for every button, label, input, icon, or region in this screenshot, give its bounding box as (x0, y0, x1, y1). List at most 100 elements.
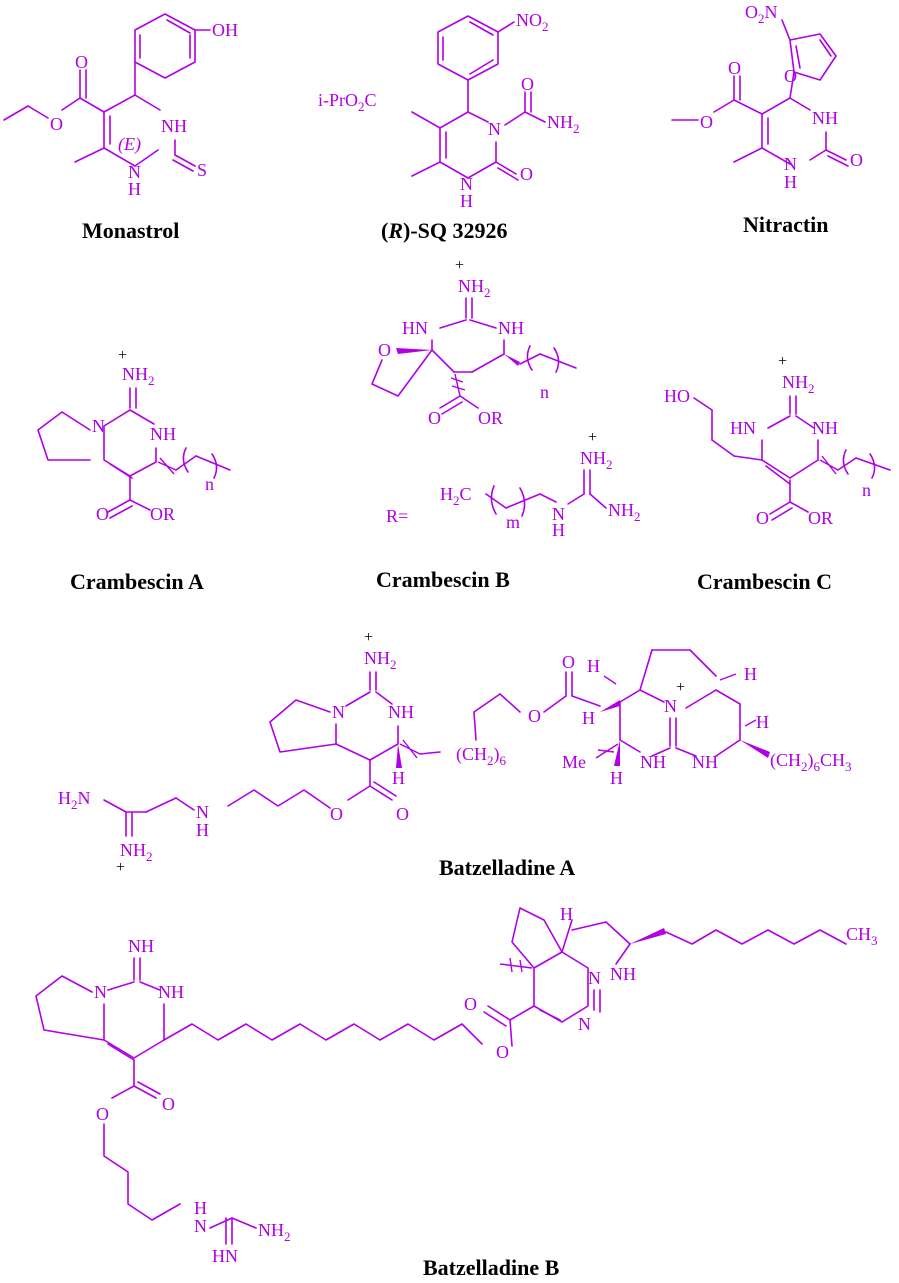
o-label: O (378, 340, 391, 360)
s-label: S (197, 160, 207, 180)
or-label: OR (808, 508, 833, 528)
nh2-label: NH2 (580, 448, 613, 472)
n-sub-label: n (540, 382, 549, 402)
ch3-label: CH3 (846, 924, 878, 948)
o-label: O (728, 58, 741, 78)
nh-label: NH (640, 752, 666, 772)
ch2-label: (CH2)6 (456, 744, 507, 768)
no2-label: NO2 (516, 10, 549, 34)
nh-label: NH (388, 702, 414, 722)
o-label: O (75, 52, 88, 72)
hn-label: HN (730, 418, 756, 438)
h-label: H (194, 1198, 207, 1218)
batzelladine-b-structure: NH N NH O O N N H NH CH3 O O H N NH2 HN (35, 904, 878, 1266)
batzelladine-a-structure: + NH2 N NH H (CH2)6 O O O O N H H2N NH2 … (58, 629, 852, 876)
crambescin-b-caption: Crambescin B (376, 567, 510, 592)
nh2-label: NH2 (458, 276, 491, 300)
h-label: H (582, 708, 595, 728)
o-label: O (50, 114, 63, 134)
plus-label: + (455, 257, 464, 274)
hn-label: HN (402, 318, 428, 338)
o-label: O (520, 164, 533, 184)
n-sub-label: n (862, 480, 871, 500)
nh2-label: NH2 (120, 840, 153, 864)
nh-label: NH (150, 424, 176, 444)
n-label: N (578, 1014, 591, 1034)
n-label: N (588, 968, 601, 988)
nh-label: NH (812, 108, 838, 128)
plus-label: + (588, 429, 597, 446)
nh-label: NH (161, 116, 187, 136)
o-label: O (850, 150, 863, 170)
r-eq-label: R= (386, 506, 408, 526)
n-label: N (460, 174, 473, 194)
nh2-label: NH2 (364, 648, 397, 672)
nh2-label: NH2 (608, 500, 641, 524)
h-label: H (784, 172, 797, 192)
nh-label: NH (158, 982, 184, 1002)
o-label: O (528, 706, 541, 726)
ho-label: HO (664, 386, 690, 406)
crambescin-b-structure: + NH2 HN NH O O OR n R= H2C m N H + NH2 … (371, 257, 641, 540)
m-sub-label: m (506, 512, 520, 532)
n-label: N (552, 504, 565, 524)
batzelladine-b-caption: Batzelladine B (423, 1255, 560, 1280)
oh-label: OH (212, 20, 238, 40)
nh-imine-label: NH (128, 936, 154, 956)
plus-label: + (364, 629, 373, 646)
h-label: H (756, 712, 769, 732)
plus-label: + (778, 353, 787, 370)
nh-label: NH (812, 418, 838, 438)
o-label: O (96, 1104, 109, 1124)
nh2-label: NH2 (258, 1220, 291, 1244)
h-label: H (392, 768, 405, 788)
h-label: H (552, 520, 565, 540)
sq32926-structure: NO2 N N H O O NH2 i-PrO2C (318, 10, 580, 211)
n-sub-label: n (205, 474, 214, 494)
h-label: H (744, 664, 757, 684)
n-label: N (332, 702, 345, 722)
nh2-label: NH2 (122, 364, 155, 388)
h-label: H (196, 820, 209, 840)
n-label: N (488, 119, 501, 139)
n-label: N (784, 154, 797, 174)
monastrol-caption: Monastrol (82, 218, 179, 243)
o2n-label: O2N (745, 2, 778, 26)
o-label: O (496, 1042, 509, 1062)
h-label: H (610, 768, 623, 788)
o-label: O (562, 652, 575, 672)
nitractin-caption: Nitractin (743, 212, 829, 237)
ipr-label: i-PrO2C (318, 90, 377, 114)
o-label: O (428, 408, 441, 428)
ch2-label: (CH2)6CH3 (770, 750, 852, 774)
n-label: N (194, 1216, 207, 1236)
or-label: OR (478, 408, 503, 428)
h2n-label: H2N (58, 788, 91, 812)
o-label: O (330, 804, 343, 824)
nh-label: NH (610, 964, 636, 984)
o-label: O (756, 508, 769, 528)
h-label: H (560, 904, 573, 924)
h2c-label: H2C (440, 484, 472, 508)
o-label: O (162, 1094, 175, 1114)
nitractin-structure: O2N O NH N H O O O (671, 2, 863, 192)
o-label: O (464, 994, 477, 1014)
plus-label: + (116, 859, 125, 876)
e-isomer-label: (E) (118, 134, 141, 155)
o-label: O (96, 504, 109, 524)
h-label: H (587, 656, 600, 676)
sq32926-caption: (R)-SQ 32926 (381, 218, 508, 243)
or-label: OR (150, 504, 175, 524)
nh-label: NH (692, 752, 718, 772)
monastrol-structure: OH NH N H S (E) O O (3, 13, 238, 199)
n-label: N (92, 416, 105, 436)
o-label: O (396, 804, 409, 824)
n-label: N (128, 162, 141, 182)
n-label: N (94, 982, 107, 1002)
batzelladine-a-caption: Batzelladine A (439, 855, 575, 880)
crambescin-c-caption: Crambescin C (697, 569, 832, 594)
plus-label: + (676, 679, 685, 696)
crambescin-a-caption: Crambescin A (70, 569, 204, 594)
nh2-label: NH2 (547, 112, 580, 136)
